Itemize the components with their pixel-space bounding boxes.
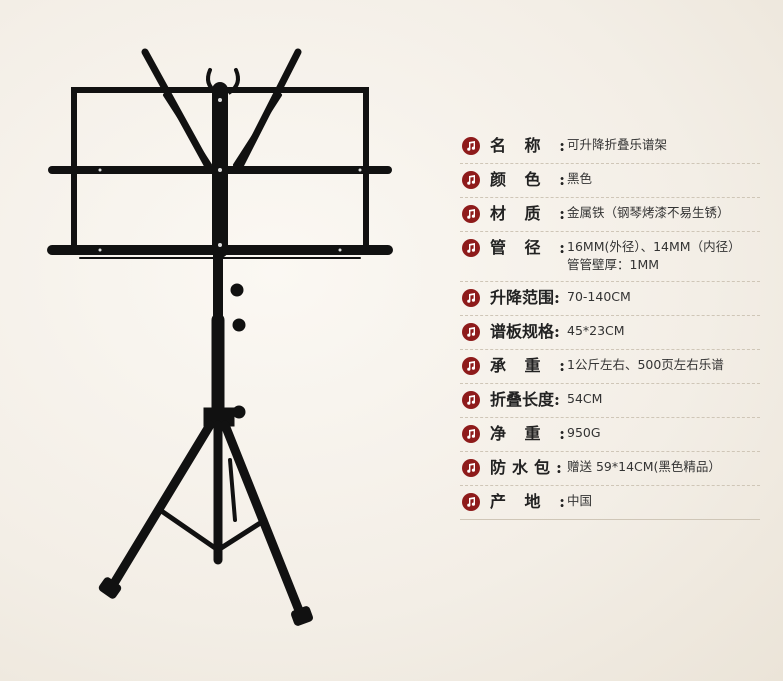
spec-label-colon: :: [559, 492, 565, 511]
spec-label: 升降范围:: [490, 288, 565, 308]
spec-label: 防水包:: [490, 458, 565, 478]
spec-label-text: 谱板规格: [490, 322, 555, 341]
spec-value: 950G: [565, 424, 601, 442]
spec-label-text: 管: [490, 238, 507, 257]
spec-label-text: 色: [524, 170, 541, 189]
spec-value-line: 赠送 59*14CM(黑色精品）: [567, 459, 721, 474]
spec-label-colon: :: [559, 204, 565, 223]
spec-value-line: 可升降折叠乐谱架: [567, 137, 668, 152]
music-note-icon: [462, 239, 480, 257]
spec-value-line: 16MM(外径）、14MM（内径）: [567, 239, 741, 254]
spec-label-text: 颜: [490, 170, 507, 189]
music-note-icon: [462, 459, 480, 477]
spec-label-text: 产: [490, 492, 507, 511]
spec-value-line: 管管壁厚：1MM: [567, 257, 660, 272]
spec-label-text: 质: [524, 204, 541, 223]
spec-label-text: 防水包: [490, 458, 557, 477]
spec-label-text: 径: [524, 238, 541, 257]
music-note-icon: [462, 493, 480, 511]
spec-row: 折叠长度:54CM: [460, 384, 760, 418]
spec-value: 16MM(外径）、14MM（内径） 管管壁厚：1MM: [565, 238, 741, 274]
spec-row: 升降范围:70-140CM: [460, 282, 760, 316]
spec-label-text: 升降范围: [490, 288, 555, 307]
spec-row: 承重:1公斤左右、500页左右乐谱: [460, 350, 760, 384]
spec-label: 颜色:: [490, 170, 565, 190]
spec-value: 54CM: [565, 390, 602, 408]
spec-row: 谱板规格:45*23CM: [460, 316, 760, 350]
spec-label: 折叠长度:: [490, 390, 565, 410]
spec-value: 45*23CM: [565, 322, 625, 340]
spec-value-line: 黑色: [567, 171, 593, 186]
spec-label-text: 净: [490, 424, 507, 443]
spec-value-line: 中国: [567, 493, 593, 508]
spec-value: 金属铁（钢琴烤漆不易生锈）: [565, 204, 730, 222]
spec-value: 中国: [565, 492, 592, 510]
spec-label-colon: :: [559, 424, 565, 443]
spec-label-text: 重: [524, 424, 541, 443]
spec-value: 1公斤左右、500页左右乐谱: [565, 356, 724, 374]
music-note-icon: [462, 425, 480, 443]
spec-label: 名称:: [490, 136, 565, 156]
music-note-icon: [462, 171, 480, 189]
spec-value-line: 金属铁（钢琴烤漆不易生锈）: [567, 205, 730, 220]
spec-label-colon: :: [559, 136, 565, 155]
spec-label-text: 折叠长度: [490, 390, 555, 409]
spec-label: 净重:: [490, 424, 565, 444]
spec-row: 防水包:赠送 59*14CM(黑色精品）: [460, 452, 760, 486]
spec-value: 黑色: [565, 170, 592, 188]
spec-label-text: 重: [524, 356, 541, 375]
music-note-icon: [462, 137, 480, 155]
spec-value-line: 70-140CM: [567, 289, 631, 304]
spec-label: 承重:: [490, 356, 565, 376]
music-note-icon: [462, 289, 480, 307]
spec-row: 管径:16MM(外径）、14MM（内径） 管管壁厚：1MM: [460, 232, 760, 282]
music-note-icon: [462, 323, 480, 341]
spec-row: 产地:中国: [460, 486, 760, 520]
spec-label: 材质:: [490, 204, 565, 224]
spec-row: 颜色:黑色: [460, 164, 760, 198]
spec-label-colon: :: [559, 170, 565, 189]
music-note-icon: [462, 391, 480, 409]
spec-list: 名称:可升降折叠乐谱架颜色:黑色材质:金属铁（钢琴烤漆不易生锈）管径:16MM(…: [460, 130, 760, 520]
spec-label-text: 承: [490, 356, 507, 375]
spec-label: 谱板规格:: [490, 322, 565, 342]
spec-value-line: 45*23CM: [567, 323, 625, 338]
spec-label-text: 材: [490, 204, 507, 223]
spec-value: 可升降折叠乐谱架: [565, 136, 667, 154]
spec-label-text: 称: [524, 136, 541, 155]
spec-label-colon: :: [554, 288, 560, 307]
spec-value-line: 1公斤左右、500页左右乐谱: [567, 357, 724, 372]
music-note-icon: [462, 205, 480, 223]
spec-row: 材质:金属铁（钢琴烤漆不易生锈）: [460, 198, 760, 232]
spec-label: 管径:: [490, 238, 565, 258]
spec-label-colon: :: [559, 356, 565, 375]
music-note-icon: [462, 357, 480, 375]
spec-label-colon: :: [554, 390, 560, 409]
spec-row: 净重:950G: [460, 418, 760, 452]
spec-value-line: 950G: [567, 425, 601, 440]
spec-label-text: 名: [490, 136, 507, 155]
spec-label-colon: :: [559, 238, 565, 257]
spec-value-line: 54CM: [567, 391, 603, 406]
spec-label-text: 地: [524, 492, 541, 511]
spec-label: 产地:: [490, 492, 565, 512]
music-stand-image: [47, 48, 393, 626]
spec-label-colon: :: [554, 322, 560, 341]
spec-label-colon: :: [556, 458, 562, 477]
spec-value: 赠送 59*14CM(黑色精品）: [565, 458, 721, 476]
spec-value: 70-140CM: [565, 288, 631, 306]
spec-row: 名称:可升降折叠乐谱架: [460, 130, 760, 164]
